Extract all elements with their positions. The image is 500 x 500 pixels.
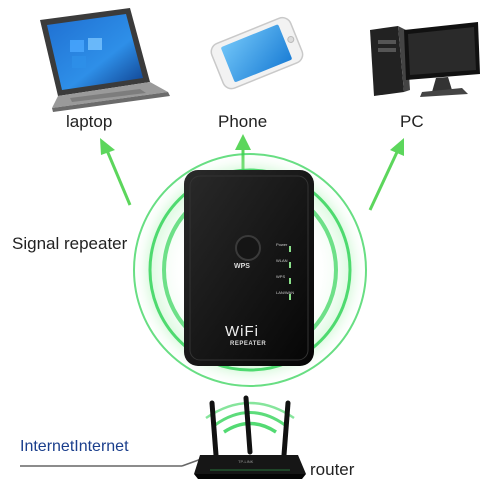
- router-label: router: [310, 460, 355, 479]
- indicator-power: Power: [276, 242, 288, 247]
- router-device: [194, 395, 306, 479]
- internet-label: InternetInternet: [20, 438, 129, 455]
- pc-label: PC: [400, 112, 424, 131]
- wps-button: [235, 235, 261, 261]
- repeater-device: [184, 170, 314, 366]
- arrow-to-laptop: [100, 138, 132, 206]
- signal-repeater-label: Signal repeater: [12, 234, 128, 253]
- indicator-labels: Power WLAN WPS LAN/WAN: [276, 237, 306, 301]
- indicator-wlan: WLAN: [276, 258, 288, 263]
- indicator-lanwan: LAN/WAN: [276, 290, 295, 295]
- phone-label: Phone: [218, 112, 268, 131]
- laptop-label: laptop: [66, 112, 113, 131]
- repeater-model-text: REPEATER: [230, 341, 267, 347]
- pc-image: [370, 22, 480, 97]
- internet-cable: [20, 457, 205, 467]
- laptop-image: [40, 8, 170, 112]
- router-brand-text: TP-LINK: [238, 459, 254, 464]
- phone-image: [210, 16, 304, 90]
- wifi-logo: WiFi: [225, 323, 259, 340]
- indicator-wps: WPS: [276, 274, 286, 279]
- wps-button-label: WPS: [234, 263, 250, 270]
- arrow-to-pc: [368, 138, 404, 211]
